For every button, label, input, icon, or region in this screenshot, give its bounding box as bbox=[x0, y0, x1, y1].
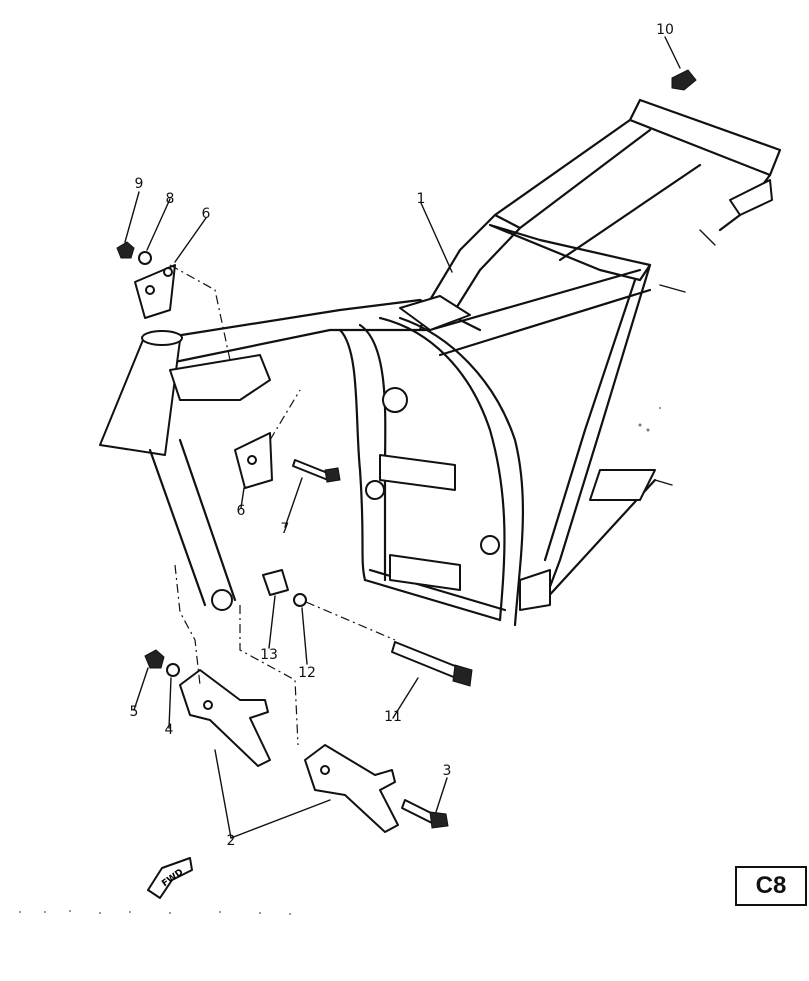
callout-11: 11 bbox=[384, 709, 402, 725]
callout-12: 12 bbox=[298, 665, 316, 681]
callout-10: 10 bbox=[656, 22, 674, 38]
engine-mount-bracket-upper bbox=[134, 264, 176, 319]
bolt-7 bbox=[292, 459, 331, 481]
callout-1: 1 bbox=[417, 191, 426, 207]
engine-bracket-right bbox=[304, 744, 399, 833]
callout-6-upper: 6 bbox=[202, 206, 211, 222]
leader-lines bbox=[124, 36, 681, 839]
upper-bracket-assembly bbox=[116, 241, 341, 489]
bolt-11 bbox=[391, 641, 461, 679]
cap-10 bbox=[671, 69, 697, 91]
nut-5 bbox=[144, 649, 165, 669]
collar-13 bbox=[262, 569, 289, 596]
callout-2: 2 bbox=[227, 833, 236, 849]
callout-7: 7 bbox=[281, 521, 290, 537]
callout-8: 8 bbox=[166, 191, 175, 207]
lower-bracket-assembly bbox=[144, 564, 449, 833]
page-code-label: C8 bbox=[755, 872, 787, 899]
callout-9: 9 bbox=[135, 176, 144, 192]
through-bolt-assembly bbox=[262, 569, 473, 687]
callout-13: 13 bbox=[260, 647, 278, 663]
engine-bracket-left bbox=[179, 669, 271, 767]
scan-specks bbox=[19, 407, 661, 915]
callout-4: 4 bbox=[165, 722, 174, 738]
washer-8 bbox=[138, 251, 152, 265]
bolt-3 bbox=[401, 799, 436, 824]
callout-5: 5 bbox=[130, 704, 139, 720]
callout-3: 3 bbox=[443, 763, 452, 779]
washer-12 bbox=[293, 593, 307, 607]
page-code-box: C8 bbox=[735, 866, 807, 906]
fwd-arrow-icon: FWD bbox=[147, 857, 193, 899]
nut-9 bbox=[116, 241, 135, 259]
callout-6-lower: 6 bbox=[237, 503, 246, 519]
main-frame bbox=[99, 98, 782, 627]
washer-4 bbox=[166, 663, 180, 677]
